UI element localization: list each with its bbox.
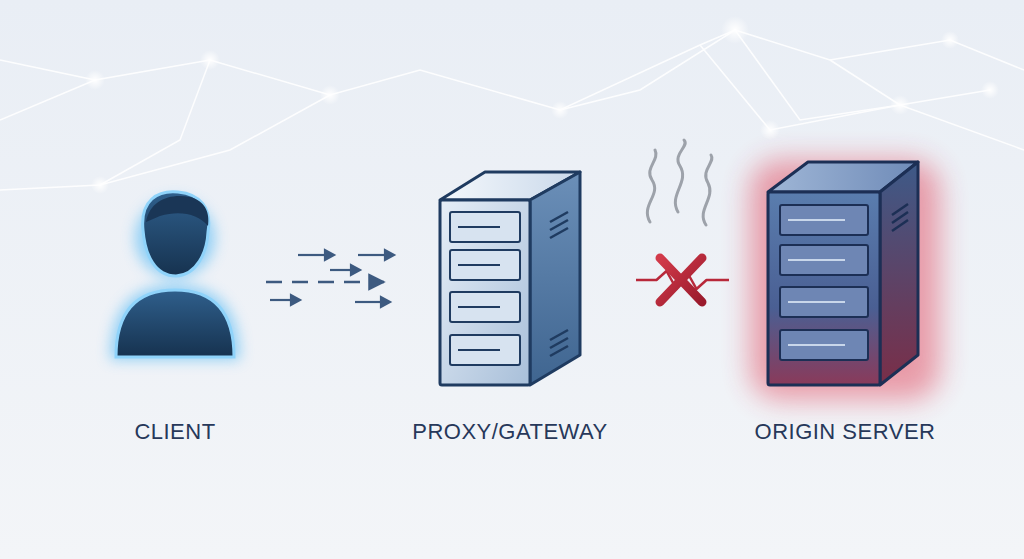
client-person-icon [116, 290, 234, 357]
client-person-icon [110, 192, 240, 360]
proxy-server-icon [550, 346, 568, 356]
proxy-server-icon [458, 306, 500, 308]
proxy-server-icon [550, 228, 568, 238]
origin-server-icon [750, 160, 940, 400]
network-dots [721, 16, 749, 44]
proxy-server-icon [450, 250, 520, 280]
network-dots [890, 95, 910, 115]
connector-layer [266, 271, 729, 289]
flow-arrows [358, 254, 386, 256]
proxy-server-icon [458, 264, 500, 266]
proxy-server-icon [458, 226, 500, 228]
broken-link-x [660, 258, 702, 302]
origin-server-icon [780, 330, 868, 360]
flow-arrows [270, 299, 292, 301]
flow-arrows [330, 269, 352, 271]
origin-server-icon [892, 220, 908, 231]
node-box: ORIGIN SERVER [735, 150, 955, 445]
flow-arrows [351, 265, 360, 275]
client-person-icon [143, 192, 209, 276]
network-lines [830, 60, 900, 105]
network-dots [200, 50, 220, 70]
steam-wisps [647, 150, 656, 222]
network-lines [0, 30, 1024, 120]
network-dots [981, 81, 999, 99]
origin-server-icon [768, 192, 880, 385]
proxy-server-icon [550, 212, 568, 356]
network-lines [100, 60, 210, 185]
flow-arrows [291, 295, 300, 305]
broken-link-x [660, 258, 702, 302]
proxy-server-icon [450, 292, 520, 322]
origin-server-icon [750, 160, 940, 400]
node-box: CLIENT [90, 180, 260, 445]
network-dots [320, 85, 340, 105]
node-label: CLIENT [134, 419, 215, 445]
origin-server-icon [788, 259, 845, 261]
network-lines [560, 30, 1024, 150]
network-lines [0, 60, 95, 80]
network-lines [0, 95, 330, 190]
flow-arrows [270, 250, 394, 307]
network-lines [700, 45, 990, 130]
origin-server-icon [780, 287, 868, 317]
node-label: ORIGIN SERVER [755, 419, 936, 445]
flow-arrows [325, 250, 334, 260]
proxy-server-icon [458, 227, 500, 350]
flow-arrows [298, 254, 326, 256]
network-dots [760, 120, 780, 140]
origin-server-icon [788, 219, 845, 221]
flow-arrows [381, 297, 390, 307]
client-person-icon [110, 285, 240, 360]
origin-server-icon [780, 205, 868, 360]
origin-server-icon [788, 220, 845, 345]
proxy-server-icon [530, 172, 580, 385]
origin-server-icon [780, 205, 868, 235]
network-dots [91, 176, 109, 194]
network-dots [941, 31, 959, 49]
client-person-icon [146, 196, 208, 226]
node-box: PROXY/GATEWAY [390, 160, 630, 445]
proxy-server-icon [450, 212, 520, 242]
proxy-server-icon [440, 200, 530, 385]
node-label: PROXY/GATEWAY [412, 419, 608, 445]
proxy-server-icon [450, 212, 520, 365]
network-dots [551, 101, 569, 119]
origin-server-icon [780, 245, 868, 275]
steam-wisps [647, 140, 712, 225]
steam-wisps [703, 155, 712, 225]
connector [266, 281, 384, 284]
network-dots [85, 70, 105, 90]
proxy-server-icon [450, 335, 520, 365]
proxy-server-icon [440, 172, 580, 385]
origin-server-icon [788, 301, 845, 303]
flow-arrows [385, 250, 394, 260]
broken-link-x [660, 258, 702, 302]
origin-server-icon [788, 344, 845, 346]
network-dots [85, 16, 999, 194]
flow-arrows [355, 301, 382, 303]
proxy-server-icon [458, 349, 500, 351]
steam-wisps [675, 140, 685, 212]
origin-server-icon [892, 204, 908, 231]
origin-server-icon [880, 162, 918, 385]
